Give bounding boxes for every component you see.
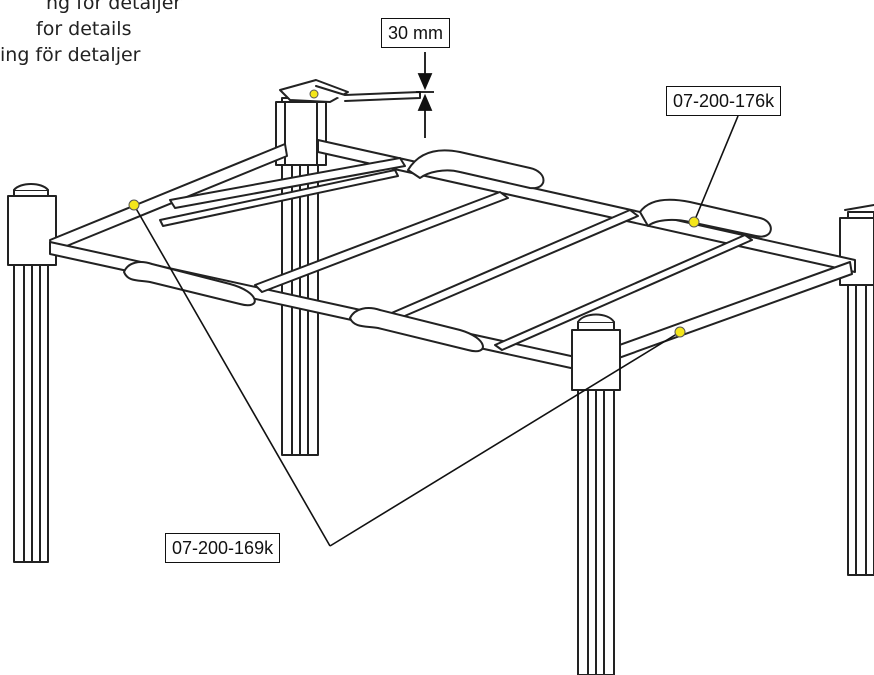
marker-dot-top xyxy=(688,216,700,228)
marker-dot-bracket xyxy=(309,89,319,99)
marker-dot-left xyxy=(128,199,140,211)
rail-right xyxy=(599,261,853,365)
instruction-line-2: for details xyxy=(36,18,132,40)
instruction-line-1: ng för detaljer xyxy=(46,0,182,14)
handrail-back-2 xyxy=(639,198,772,238)
marker-dots xyxy=(128,89,700,338)
leader-lines xyxy=(133,115,739,547)
handrail-back-1 xyxy=(407,149,545,190)
handrail-front-2 xyxy=(349,307,484,353)
handrail-front-1 xyxy=(123,261,256,307)
dimension-indicator xyxy=(416,52,434,138)
marker-dot-right xyxy=(674,326,686,338)
rail-left xyxy=(49,143,288,253)
slat-4 xyxy=(494,234,753,351)
part-label-top: 07-200-176k xyxy=(666,86,782,116)
dimension-label: 30 mm xyxy=(381,18,451,48)
instruction-line-3: ing för detaljer xyxy=(0,44,141,66)
slat-2 xyxy=(254,191,509,293)
post-back-left xyxy=(275,79,421,456)
slat-5 xyxy=(159,169,399,227)
post-front-right xyxy=(571,313,621,675)
post-front-left xyxy=(7,183,57,563)
slat-1 xyxy=(169,157,406,209)
part-label-bottom: 07-200-169k xyxy=(165,533,281,563)
